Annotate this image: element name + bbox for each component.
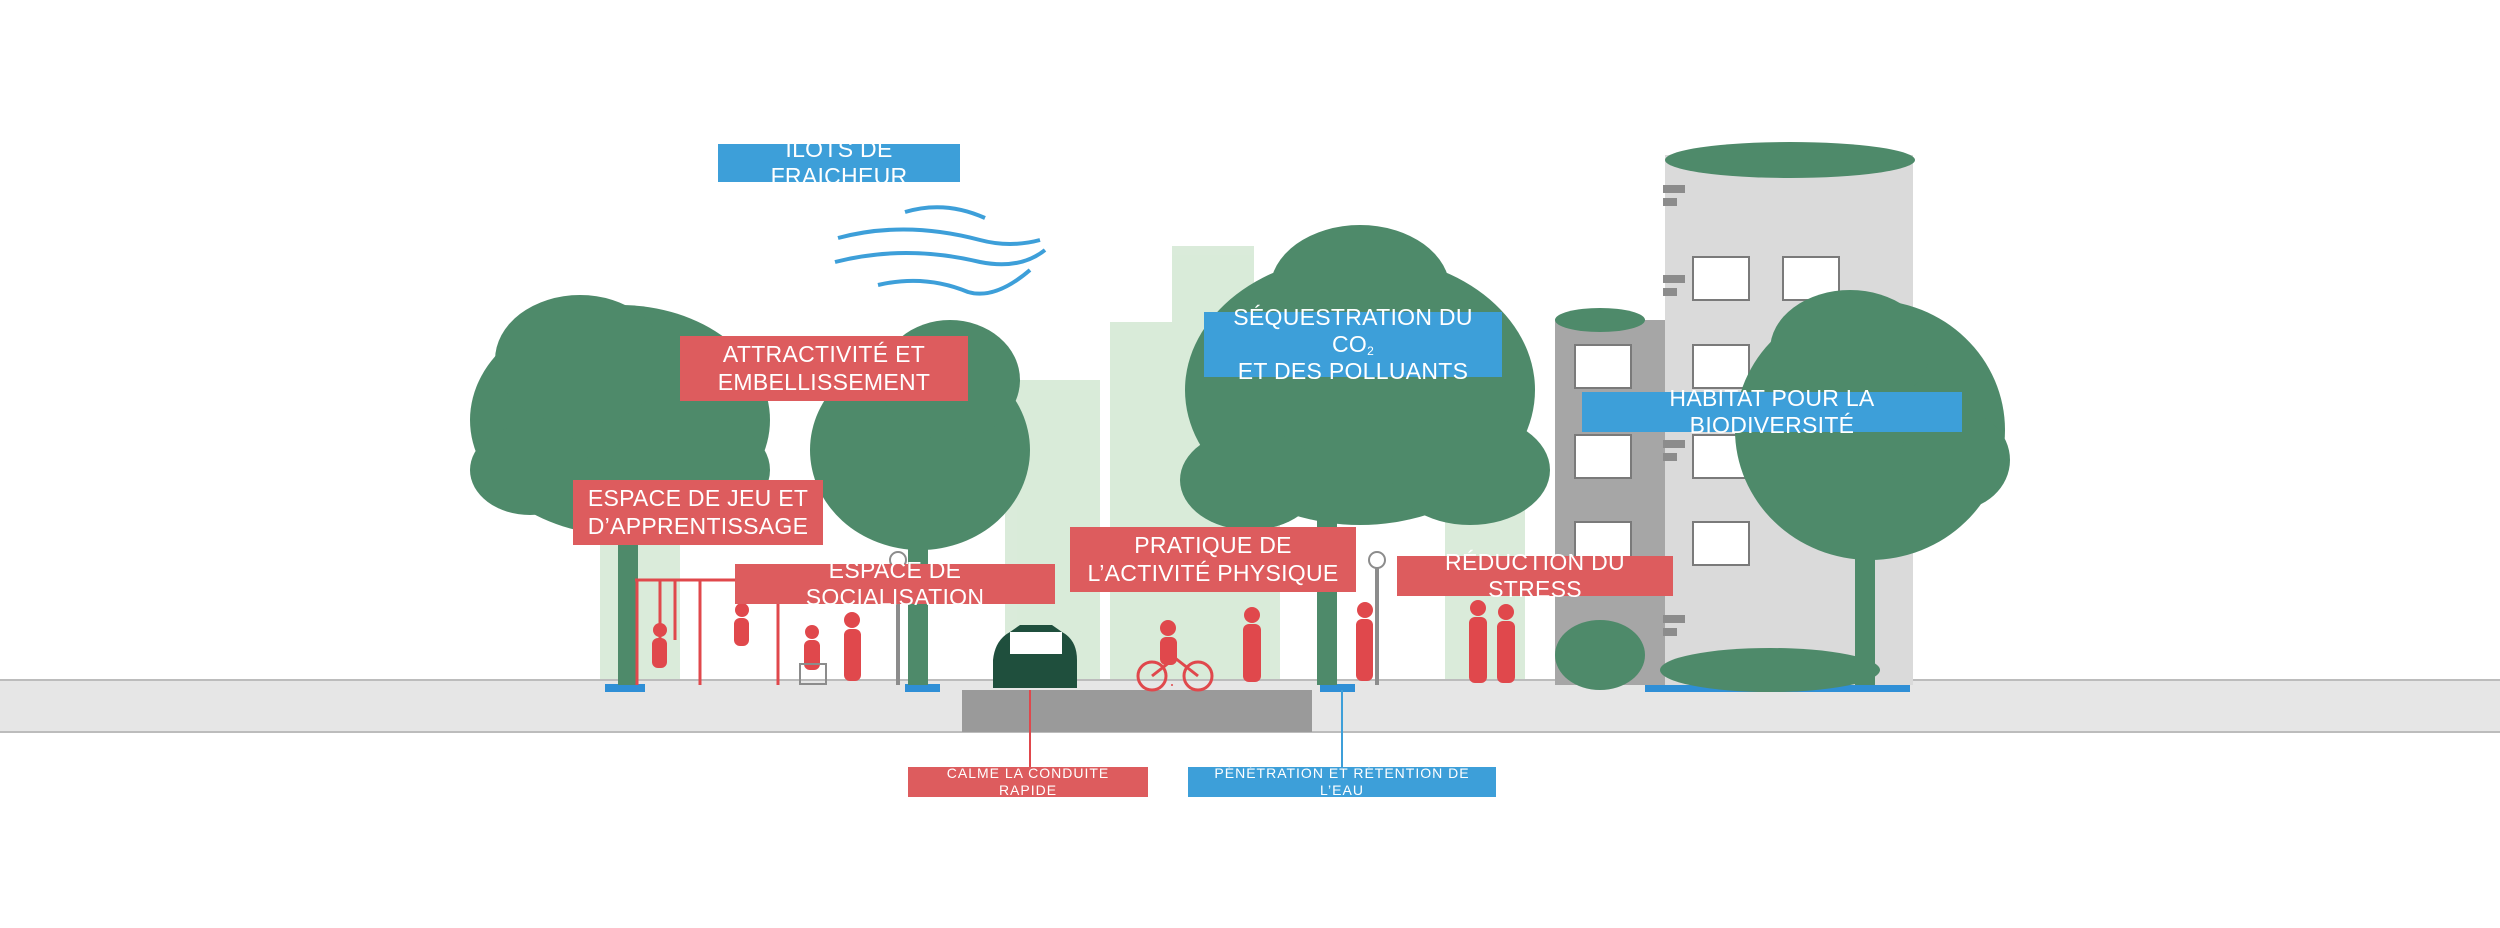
calme-text: CALME LA CONDUITE RAPIDE xyxy=(946,765,1110,798)
jeu-label: ESPACE DE JEU ET D’APPRENTISSAGE xyxy=(573,480,823,545)
sequestration-text: SÉQUESTRATION DU CO xyxy=(1233,303,1473,357)
penetration-label: PÉNÉTRATION ET RÉTENTION DE L’EAU xyxy=(1188,765,1496,798)
jeu-line2: D’APPRENTISSAGE xyxy=(587,512,809,539)
habitat-label: HABITAT POUR LA BIODIVERSITÉ xyxy=(1582,385,1962,438)
people xyxy=(652,600,1515,686)
car xyxy=(993,625,1077,688)
jeu-line1: ESPACE DE JEU ET xyxy=(587,485,809,512)
pratique-label: PRATIQUE DE L’ACTIVITÉ PHYSIQUE xyxy=(1070,527,1356,592)
attractivite-line2: EMBELLISSEMENT xyxy=(717,368,931,395)
socialisation-text: ESPACE DE SOCIALISATION xyxy=(805,556,985,610)
attractivite-line1: ATTRACTIVITÉ ET xyxy=(722,341,926,368)
pratique-line1: PRATIQUE DE xyxy=(1134,532,1292,559)
pratique-line2: L’ACTIVITÉ PHYSIQUE xyxy=(1087,559,1339,586)
sequestration-label: SÉQUESTRATION DU CO2 ET DES POLLUANTS xyxy=(1204,304,1502,384)
socialisation-label: ESPACE DE SOCIALISATION xyxy=(735,557,1055,610)
ilots-text: ÎLOTS DE FRAICHEUR xyxy=(770,135,908,189)
stress-label: RÉDUCTION DU STRESS xyxy=(1397,549,1673,602)
stress-text: RÉDUCTION DU STRESS xyxy=(1445,548,1625,602)
attractivite-label: ATTRACTIVITÉ ET EMBELLISSEMENT xyxy=(680,336,968,401)
sequestration-subscript: 2 xyxy=(1367,343,1375,358)
wind-waves xyxy=(834,205,1047,296)
bicycle xyxy=(1136,656,1214,692)
road xyxy=(962,690,1312,732)
sequestration-line1: SÉQUESTRATION DU CO2 xyxy=(1216,304,1490,358)
calme-label: CALME LA CONDUITE RAPIDE xyxy=(908,765,1148,798)
habitat-text: HABITAT POUR LA BIODIVERSITÉ xyxy=(1669,384,1875,438)
sequestration-line2: ET DES POLLUANTS xyxy=(1237,358,1469,385)
bench xyxy=(799,663,827,685)
penetration-text: PÉNÉTRATION ET RÉTENTION DE L’EAU xyxy=(1214,765,1470,798)
ilots-label: ÎLOTS DE FRAICHEUR xyxy=(718,136,960,189)
